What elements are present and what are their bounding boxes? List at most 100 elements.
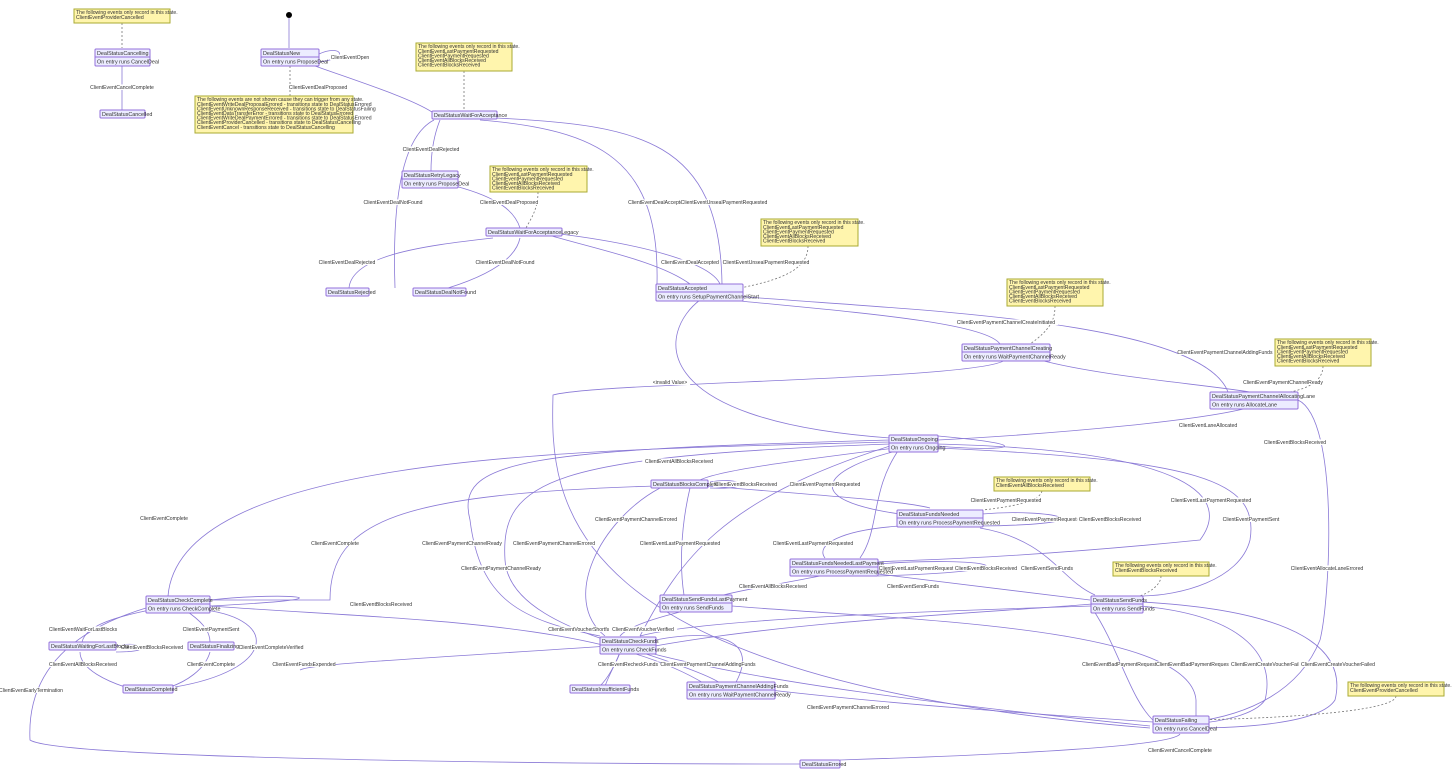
edge-pcadding-failing	[769, 689, 1154, 723]
edge-label-text: ClientEventComplete	[187, 662, 235, 668]
edge-checkcomplete-waitinglast	[81, 609, 151, 643]
state-title: DealStatusCancelling	[97, 51, 149, 57]
state-pcalloc: DealStatusPaymentChannelAllocatingLaneOn…	[1209, 391, 1315, 410]
note-line: ClientEventProviderCancelled	[1350, 688, 1418, 694]
edge-label-text: ClientEventPaymentChannelReady	[422, 541, 502, 547]
state-title: DealStatusBlocksComplete	[653, 482, 718, 488]
edge-label-text: ClientEventBadPaymentRequested	[1082, 662, 1162, 668]
edge-insufficient-checkfunds	[604, 651, 621, 687]
note-line: ClientEventDataTransferError - transitio…	[197, 111, 353, 117]
notelink-wfal	[525, 191, 539, 229]
state-title: DealStatusWaitForAcceptanceLegacy	[488, 230, 579, 236]
edge-label-text: ClientEventPaymentChannelReady	[461, 566, 541, 572]
state-title: DealStatusFinalizing	[190, 644, 239, 650]
edge-label: ClientEventCancelComplete	[1147, 747, 1213, 754]
edge-label-text: ClientEventDealNotFound	[364, 200, 423, 206]
edge-label-text: ClientEventCreateVoucherFailed	[1301, 662, 1375, 668]
note-wfal: The following events only record in this…	[489, 165, 594, 193]
edge-label: ClientEventLastPaymentRequested	[878, 565, 960, 572]
edge-label: ClientEventBlocksReceived	[1262, 439, 1328, 446]
edge-label: ClientEventAllBlocksReceived	[642, 458, 716, 465]
note-line: ClientEventWriteDealProposalErrored - tr…	[197, 102, 372, 108]
edge-checkfunds-blockscomplete	[585, 487, 661, 637]
state-wfa: DealStatusWaitForAcceptance	[431, 110, 507, 120]
edge-label-text: ClientEventPaymentChannelErrored	[595, 517, 677, 523]
edge-label: ClientEventSendFunds	[886, 583, 940, 590]
edge-label: ClientEventPaymentRequested	[970, 497, 1042, 504]
note-line: ClientEventUnknownResponseReceived - tra…	[197, 106, 376, 112]
note-line: ClientEventPaymentRequested	[1277, 349, 1348, 355]
edge-label: ClientEventBadPaymentRequested	[1156, 661, 1236, 668]
note-line: ClientEventWriteDealPaymentErrored - tra…	[197, 116, 372, 122]
edge-label-text: ClientEventDealNotFound	[476, 260, 535, 266]
edge-label-text: ClientEventDealRejected	[403, 147, 460, 153]
note-line: ClientEventBlocksReceived	[418, 63, 480, 69]
edge-label: ClientEventDealAccepted	[626, 199, 688, 206]
state-blockscomplete: DealStatusBlocksComplete	[650, 479, 718, 489]
edge-label: ClientEventBlocksReceived	[953, 565, 1019, 572]
note-line: ClientEventPaymentRequested	[1009, 289, 1080, 295]
edge-label-text: ClientEventSendFunds	[1021, 566, 1074, 572]
edge-new-wfa	[314, 65, 433, 113]
state-entry-action: On entry runs Ongoing	[891, 445, 946, 451]
edge-label: ClientEventPaymentRequested	[1011, 516, 1083, 523]
state-title: DealStatusFundsNeeded	[899, 512, 959, 518]
edge-label: ClientEventLaneAllocated	[1176, 422, 1240, 429]
edge-finalizing-completed	[169, 651, 211, 688]
edge-label: ClientEventPaymentChannelErrored	[594, 516, 678, 523]
edge-wfa-accepted	[479, 119, 658, 285]
edge-label-text: ClientEventUnsealPaymentRequested	[681, 200, 768, 206]
edge-fundsexpended	[299, 645, 609, 671]
edge-label-text: ClientEventPaymentChannelReady	[1243, 380, 1323, 386]
edge-label-text: ClientEventDealRejected	[319, 260, 376, 266]
state-title: DealStatusSendFundsLastPayment	[662, 597, 748, 603]
edge-label-text: ClientEventAllBlocksReceived	[645, 459, 713, 465]
edge-blockscomplete-sendfundslast	[681, 487, 691, 596]
edge-sendfunds-failing-b	[1139, 605, 1268, 725]
note-line: The following events only record in this…	[996, 478, 1098, 484]
note-pccreating: The following events only record in this…	[1006, 278, 1111, 307]
note-line: The following events are not shown cause…	[197, 97, 364, 103]
note-line: The following events only record in this…	[492, 167, 594, 173]
edge-label: ClientEventPaymentChannelReady	[1243, 379, 1323, 386]
edge-label: ClientEventCancelComplete	[89, 84, 155, 91]
state-entry-action: On entry runs CheckComplete	[148, 606, 221, 612]
edge-label: ClientEventAllBlocksReceived	[736, 583, 810, 590]
note-line: The following events only record in this…	[76, 10, 178, 16]
state-entry-action: On entry runs ProcessPaymentRequested	[792, 569, 893, 575]
initial-state	[286, 12, 292, 18]
edge-label: ClientEventDealRejected	[316, 259, 378, 266]
edge-checkfunds-sendfunds	[654, 603, 1093, 647]
edge-label-text: ClientEventPaymentRequested	[1012, 517, 1083, 523]
edge-pcalloc-failing	[1191, 399, 1330, 723]
edge-accepted-pccreating	[729, 299, 1001, 345]
edge-blockscomplete-fundsneeded	[707, 485, 931, 509]
edge-label: ClientEventPaymentChannelAddingFunds	[1177, 349, 1273, 356]
edge-label: ClientEventSendFunds	[1020, 565, 1074, 572]
edge-accepted-ongoing	[675, 299, 891, 439]
edge-label-text: ClientEventPaymentSent	[1223, 517, 1280, 523]
edge-label-text: ClientEventPaymentChannelAddingFunds	[660, 662, 756, 668]
edge-label-text: ClientEventComplete	[311, 541, 359, 547]
state-entry-action: On entry runs SetupPaymentChannelStart	[658, 294, 759, 300]
edge-label: ClientEventPaymentChannelCreateInitiated	[954, 319, 1058, 326]
edge-label-text: ClientEventCancelComplete	[1148, 748, 1212, 754]
note-cancelling: The following events only record in this…	[73, 8, 178, 24]
state-title: DealStatusPaymentChannelAddingFunds	[689, 684, 789, 690]
edge-label-text: ClientEventPaymentChannelErrored	[807, 705, 889, 711]
state-title: DealStatusCompleted	[125, 687, 177, 693]
edge-label: ClientEventDealNotFound	[362, 199, 424, 206]
state-entry-action: On entry runs WaitPaymentChannelReady	[689, 692, 791, 698]
edge-checkcomplete-ready-pcadding	[209, 605, 706, 685]
edge-fundsneededlast-self	[877, 561, 987, 577]
edge-label: ClientEventAllBlocksReceived	[46, 661, 120, 668]
edge-label: ClientEventLastPaymentRequested	[1170, 497, 1252, 504]
edge-label: ClientEventComplete	[309, 540, 361, 547]
edge-wfa-retry	[430, 119, 441, 172]
note-line: ClientEventBlocksReceived	[1009, 299, 1071, 305]
edge-new-new	[318, 50, 340, 63]
